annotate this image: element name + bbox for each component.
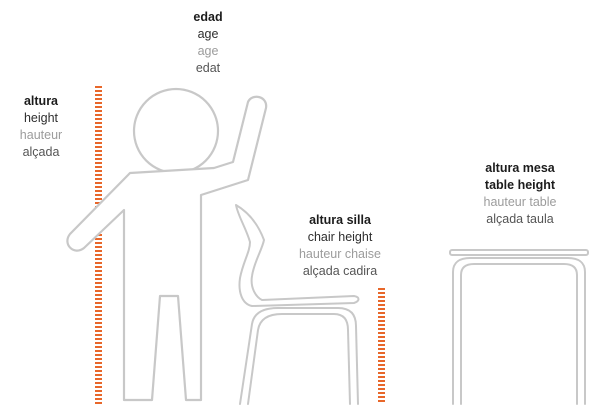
age-label-fr: age (163, 43, 253, 60)
chair-height-label-en: chair height (280, 229, 400, 246)
height-label-es: altura (0, 93, 82, 110)
table-height-label-ca: alçada taula (460, 211, 580, 228)
height-label-group: altura height hauteur alçada (0, 93, 82, 161)
height-label-ca: alçada (0, 144, 82, 161)
chair-height-ruler-icon (378, 288, 385, 402)
chair-height-label-ca: alçada cadira (280, 263, 400, 280)
age-label-group: edad age age edat (163, 9, 253, 77)
table-height-label-en: table height (460, 177, 580, 194)
table-icon (450, 250, 588, 404)
chair-height-label-fr: hauteur chaise (280, 246, 400, 263)
age-label-en: age (163, 26, 253, 43)
chair-height-label-group: altura silla chair height hauteur chaise… (280, 212, 400, 280)
table-height-label-fr: hauteur table (460, 194, 580, 211)
table-height-label-es: altura mesa (460, 160, 580, 177)
height-label-en: height (0, 110, 82, 127)
chair-height-label-es: altura silla (280, 212, 400, 229)
height-label-fr: hauteur (0, 127, 82, 144)
table-height-label-group: altura mesa table height hauteur table a… (460, 160, 580, 228)
person-height-ruler-icon (95, 86, 102, 404)
age-label-ca: edat (163, 60, 253, 77)
age-label-es: edad (163, 9, 253, 26)
